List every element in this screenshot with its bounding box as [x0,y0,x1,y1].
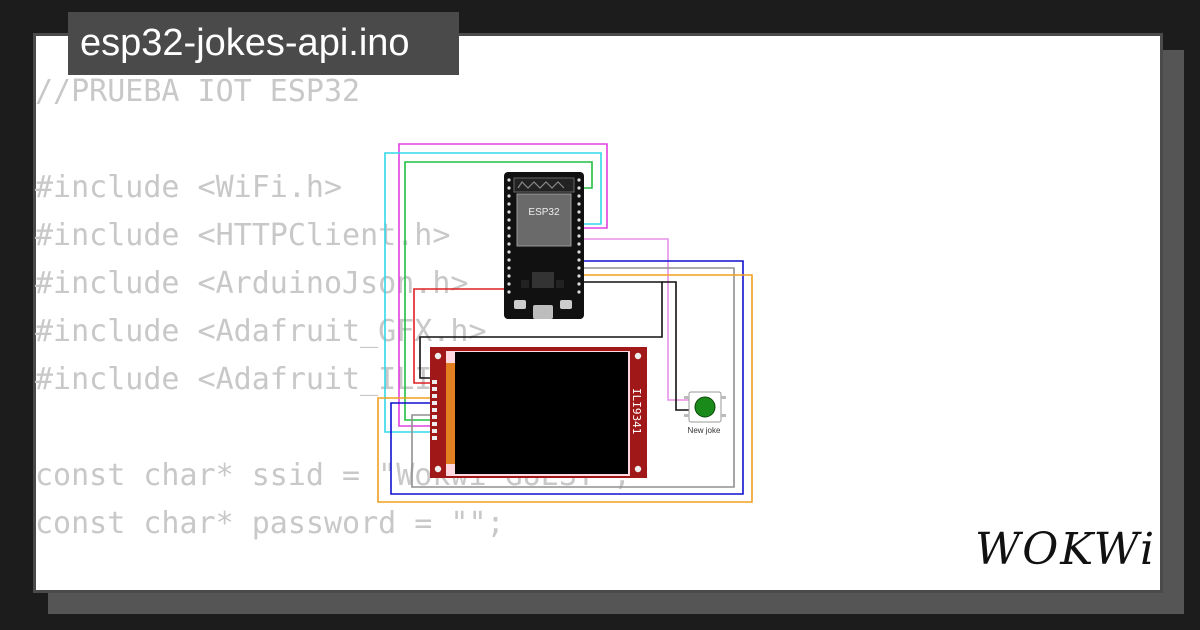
code-line: //PRUEBA IOT ESP32 [35,74,361,109]
project-card[interactable] [33,33,1163,593]
wire-red [413,288,508,384]
wire-black-2 [662,281,690,411]
esp32-label: ESP32 [528,207,560,218]
wire-magenta [398,143,608,427]
wire-green [404,161,593,421]
code-line: #include <HTTPClient.h> [35,218,451,253]
new-joke-button: New joke [684,391,726,435]
wokwi-logo: WOKWi [975,524,1157,575]
wire-grey [411,267,735,488]
button-label: New joke [688,426,721,435]
code-line: #include <ArduinoJson.h> [35,266,469,301]
wire-black-1 [419,281,663,379]
esp32-board: ESP32 [504,172,584,319]
code-line: const char* password = ""; [35,506,505,541]
ili9341-display: ILI9341 [430,347,647,478]
code-preview: //PRUEBA IOT ESP32 #include <WiFi.h> #incl… [35,68,631,548]
code-line: #include <WiFi.h> [35,170,343,205]
wire-cyan [384,152,602,433]
wire-pink [582,238,690,401]
wire-blue [390,260,744,495]
wire-orange [377,274,753,503]
display-label: ILI9341 [630,388,643,434]
project-title[interactable]: esp32-jokes-api.ino [68,12,459,75]
code-line: #include <Adafruit_GFX.h> [35,314,487,349]
